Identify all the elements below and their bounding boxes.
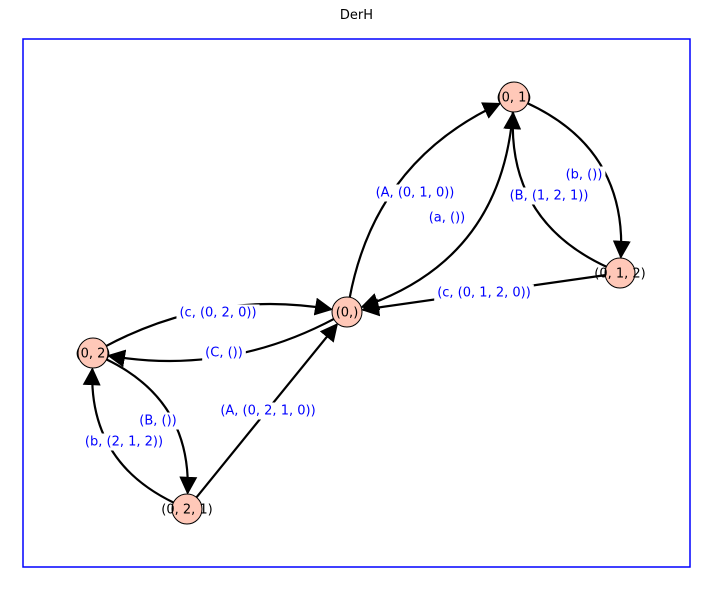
node-circle: [331, 296, 363, 328]
node-circle: [77, 337, 109, 369]
node-label: (0, 2, 1): [161, 503, 213, 518]
edge-label-group: (b, (2, 1, 2)): [81, 433, 167, 451]
edge-label-background: [434, 284, 534, 302]
edge-label-group: (B, (1, 2, 1)): [506, 187, 592, 205]
plot-frame: [22, 38, 691, 568]
edge-label-background: [562, 166, 606, 184]
diagram-title: DerH: [339, 8, 374, 23]
edge-label-group: (b, ()): [562, 166, 606, 184]
edge-label-background: [506, 187, 592, 205]
edge-label: (c, (0, 2, 0)): [179, 306, 256, 321]
node-label: (0, 2): [76, 347, 111, 362]
nodes-layer: (0, 1) (0,) (0, 1, 2) (0, 2) (0, 2, 1): [76, 81, 646, 525]
edge-n0-to-n01: [348, 102, 502, 299]
edge-label-background: [136, 412, 180, 430]
edge-n01-to-n0: [360, 110, 515, 311]
edge-label-background: [202, 344, 246, 362]
node-circle: [498, 81, 530, 113]
node-label: (0, 1, 2): [594, 267, 646, 282]
edge-label-background: [425, 209, 469, 227]
edge-label: (B, ()): [139, 414, 176, 429]
edge-label-group: (c, (0, 1, 2, 0)): [434, 284, 534, 302]
edge-label-background: [217, 402, 319, 420]
edge-label: (A, (0, 1, 0)): [376, 186, 455, 201]
node-circle: [604, 257, 636, 289]
edge-label-background: [176, 304, 260, 322]
node-circle: [171, 493, 203, 525]
edge-labels-layer: (A, (0, 1, 0)) (a, ()) (b, ()) (B, (1, 2, 1…: [81, 166, 606, 451]
node-n021: (0, 2, 1): [161, 493, 213, 525]
edge-label-group: (c, (0, 2, 0)): [176, 304, 260, 322]
node-n012: (0, 1, 2): [594, 257, 646, 289]
edge-label: (b, (2, 1, 2)): [85, 435, 163, 450]
edge-label-group: (A, (0, 1, 0)): [372, 184, 458, 202]
edge-label-group: (a, ()): [425, 209, 469, 227]
edge-label: (C, ()): [205, 346, 243, 361]
node-label: (0, 1): [497, 91, 532, 106]
edge-label: (c, (0, 1, 2, 0)): [437, 286, 531, 301]
node-n0: (0,): [331, 296, 363, 328]
edge-label-background: [81, 433, 167, 451]
node-label: (0,): [336, 306, 359, 321]
edge-label: (A, (0, 2, 1, 0)): [220, 404, 315, 419]
edge-label-group: (C, ()): [202, 344, 246, 362]
edge-label-background: [372, 184, 458, 202]
edge-label-group: (A, (0, 2, 1, 0)): [217, 402, 319, 420]
edge-label: (B, (1, 2, 1)): [510, 189, 589, 204]
node-n02: (0, 2): [76, 337, 111, 369]
edge-label: (a, ()): [429, 211, 466, 226]
edge-n012-to-n01: [503, 111, 608, 269]
node-n01: (0, 1): [497, 81, 532, 113]
edge-n01-to-n012: [526, 101, 631, 259]
edge-label: (b, ()): [566, 168, 603, 183]
edge-label-group: (B, ()): [136, 412, 180, 430]
